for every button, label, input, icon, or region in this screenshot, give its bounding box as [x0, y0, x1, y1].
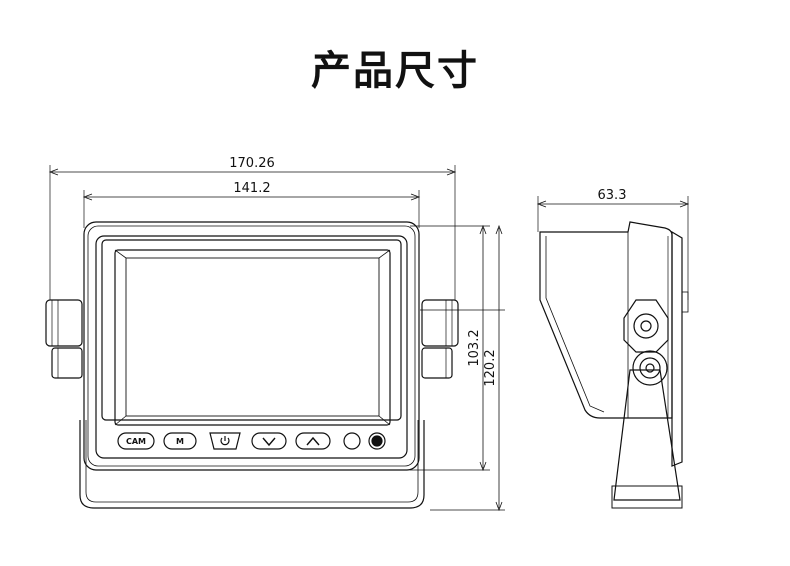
chevron-down-icon: [262, 437, 276, 447]
depth-label: 63.3: [598, 188, 627, 203]
side-view: [537, 196, 689, 509]
chevron-up-icon: [306, 436, 320, 446]
down-button[interactable]: [251, 432, 287, 450]
button-row: [117, 432, 386, 450]
dimension-body-height: [410, 225, 490, 471]
side-bracket: [613, 369, 681, 501]
dimension-body-width: [83, 190, 420, 228]
indicator-left: [343, 432, 361, 450]
side-knob-upper: [623, 299, 669, 353]
power-icon: [220, 436, 230, 446]
cam-button-label: CAM: [126, 437, 146, 446]
side-knob-lower: [632, 350, 668, 386]
cam-button[interactable]: [117, 432, 155, 450]
screen: [114, 249, 391, 426]
dimension-depth: [537, 196, 689, 300]
page-title: 产品尺寸: [311, 48, 479, 94]
monitor-housing: [83, 221, 420, 471]
left-knob: [45, 299, 83, 379]
up-button[interactable]: [295, 432, 331, 450]
front-view: [45, 165, 505, 511]
side-housing: [539, 221, 673, 419]
menu-button[interactable]: [163, 432, 197, 450]
body-height-label: 103.2: [467, 329, 482, 366]
power-button[interactable]: [209, 432, 241, 450]
overall-height-label: 120.2: [483, 349, 498, 386]
overall-width-label: 170.26: [229, 156, 275, 171]
menu-button-label: M: [176, 437, 184, 446]
right-knob: [421, 299, 459, 379]
dimension-overall-width: [49, 165, 456, 300]
indicator-right: [368, 432, 386, 450]
dimension-overall-height: [420, 228, 505, 511]
mount-bracket: [79, 420, 425, 509]
body-width-label: 141.2: [233, 181, 270, 196]
